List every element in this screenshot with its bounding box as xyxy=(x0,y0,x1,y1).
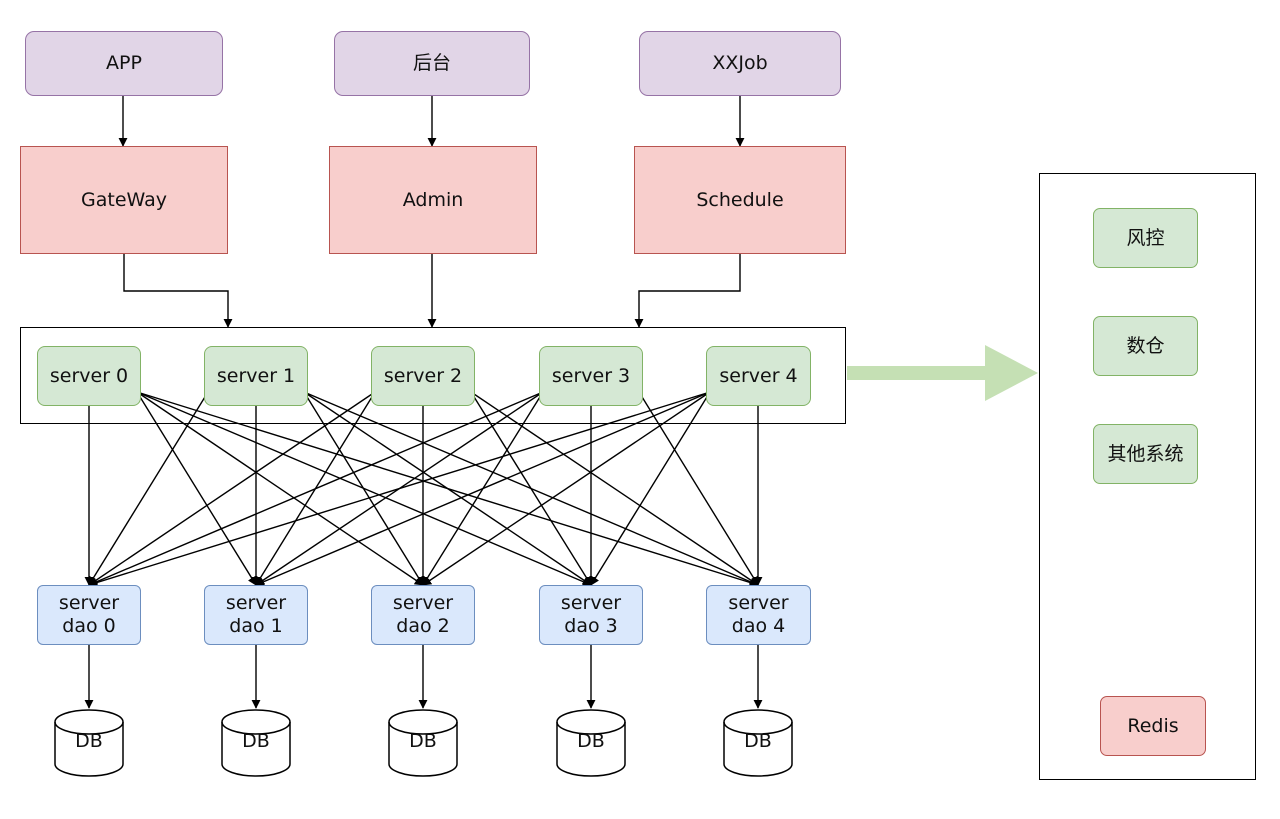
server-to-dao-edge xyxy=(136,391,257,586)
side-item-label: 风控 xyxy=(1126,226,1165,249)
database-label: DB xyxy=(242,730,270,752)
server-to-dao-edge xyxy=(88,391,711,587)
external-systems-panel xyxy=(1039,173,1256,780)
database-1[interactable]: DB xyxy=(220,708,292,778)
server-to-dao-edge xyxy=(136,391,424,586)
side-item-label: 其他系统 xyxy=(1107,442,1184,465)
client-app[interactable]: APP xyxy=(25,31,223,96)
side-item-label: 数仓 xyxy=(1126,334,1165,357)
server-to-dao-edge xyxy=(470,391,759,586)
database-4[interactable]: DB xyxy=(722,708,794,778)
database-cylinder-icon xyxy=(54,709,124,777)
client-xxjob-label: XXJob xyxy=(712,52,768,74)
database-cylinder-icon xyxy=(221,709,291,777)
database-cylinder-icon xyxy=(723,709,793,777)
server-node-3[interactable]: server 3 xyxy=(539,346,643,406)
server-to-dao-edge xyxy=(255,391,711,586)
client-backoffice-label: 后台 xyxy=(412,52,451,74)
server-to-dao-edge xyxy=(422,391,711,586)
cache-redis-label: Redis xyxy=(1127,714,1179,737)
server-node-label: server 4 xyxy=(719,364,798,387)
server-to-dao-edge xyxy=(470,391,592,586)
server-to-dao-edge xyxy=(590,391,711,586)
service-admin-label: Admin xyxy=(402,188,464,211)
service-admin[interactable]: Admin xyxy=(329,146,537,254)
client-backoffice[interactable]: 后台 xyxy=(334,31,530,96)
server-cluster-container xyxy=(20,327,846,424)
service-gateway[interactable]: GateWay xyxy=(20,146,228,254)
service-schedule[interactable]: Schedule xyxy=(634,146,846,254)
server-node-1[interactable]: server 1 xyxy=(204,346,308,406)
server-to-dao-edge xyxy=(303,391,592,586)
database-label: DB xyxy=(577,730,605,752)
side-item-data-warehouse[interactable]: 数仓 xyxy=(1093,316,1198,376)
server-node-4[interactable]: server 4 xyxy=(706,346,811,406)
side-item-risk-control[interactable]: 风控 xyxy=(1093,208,1198,268)
server-node-label: server 0 xyxy=(49,364,129,387)
database-3[interactable]: DB xyxy=(555,708,627,778)
client-xxjob[interactable]: XXJob xyxy=(639,31,841,96)
database-label: DB xyxy=(409,730,437,752)
database-cylinder-icon xyxy=(556,709,626,777)
database-2[interactable]: DB xyxy=(387,708,459,778)
service-schedule-label: Schedule xyxy=(696,188,784,211)
database-label: DB xyxy=(75,730,103,752)
server-node-label: server 3 xyxy=(551,364,631,387)
database-label: DB xyxy=(744,730,772,752)
server-node-2[interactable]: server 2 xyxy=(371,346,475,406)
cache-redis[interactable]: Redis xyxy=(1100,696,1206,756)
server-node-label: server 2 xyxy=(383,364,463,387)
server-to-dao-edge xyxy=(88,391,209,586)
service-gateway-label: GateWay xyxy=(81,188,167,211)
client-app-label: APP xyxy=(106,52,142,74)
data-flow-big-arrow xyxy=(847,345,1038,401)
server-node-label: server 1 xyxy=(216,364,296,387)
database-0[interactable]: DB xyxy=(53,708,125,778)
server-to-dao-edge xyxy=(88,391,544,586)
server-node-0[interactable]: server 0 xyxy=(37,346,141,406)
server-to-dao-edge xyxy=(303,391,424,586)
server-to-dao-edge xyxy=(638,391,759,586)
gateway-to-cluster-edge xyxy=(123,254,233,328)
server-to-dao-edge xyxy=(88,391,376,586)
side-item-other-systems[interactable]: 其他系统 xyxy=(1093,424,1198,484)
database-cylinder-icon xyxy=(388,709,458,777)
schedule-to-cluster-edge xyxy=(634,254,741,328)
